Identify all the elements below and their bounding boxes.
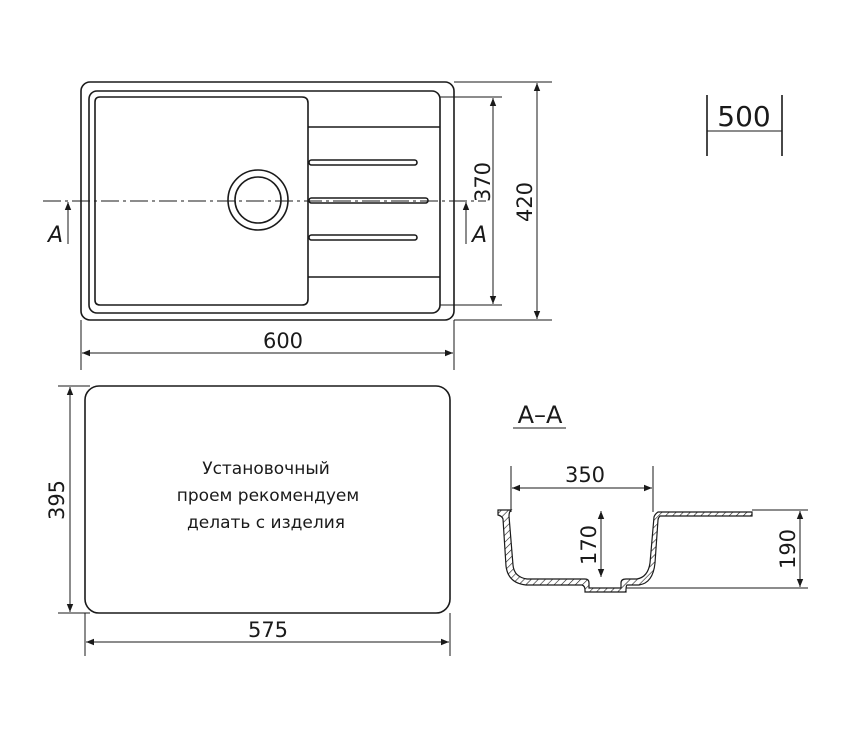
cutout-note-line-2: проем рекомендуем <box>177 486 359 506</box>
cutout-note-line-1: Установочный <box>202 459 330 479</box>
dim-label-395: 395 <box>45 480 69 520</box>
section-mark-left: A <box>46 223 63 248</box>
sink-inner-rim <box>88 90 441 314</box>
cutout-note-line-3: делать с изделия <box>187 513 345 533</box>
dim-label-600: 600 <box>263 329 303 353</box>
dim-label-190: 190 <box>776 529 800 569</box>
drainboard-groove <box>308 234 418 241</box>
sink-cross-section <box>497 509 753 593</box>
cutout-view: 395 575 Установочный проем рекомендуем д… <box>45 385 451 656</box>
dim-label-575: 575 <box>248 618 288 642</box>
dim-label-420: 420 <box>513 182 537 222</box>
dim-label-370: 370 <box>471 162 495 202</box>
bowl-outline <box>94 96 309 306</box>
dim-label-170: 170 <box>577 525 601 565</box>
drain-outer-ring <box>227 169 289 231</box>
section-mark-right: A <box>470 223 487 248</box>
cabinet-size-label: 500 <box>717 100 770 133</box>
drainboard-groove <box>308 159 418 166</box>
section-title: A–A <box>518 401 563 429</box>
dim-label-350: 350 <box>565 463 605 487</box>
cutout-outline <box>84 385 451 614</box>
cabinet-size-mark: 500 <box>706 95 783 156</box>
drain-hole <box>234 176 282 224</box>
top-view: A A 370 420 600 <box>43 81 552 370</box>
section-view: A–A 350 170 190 <box>497 401 808 593</box>
